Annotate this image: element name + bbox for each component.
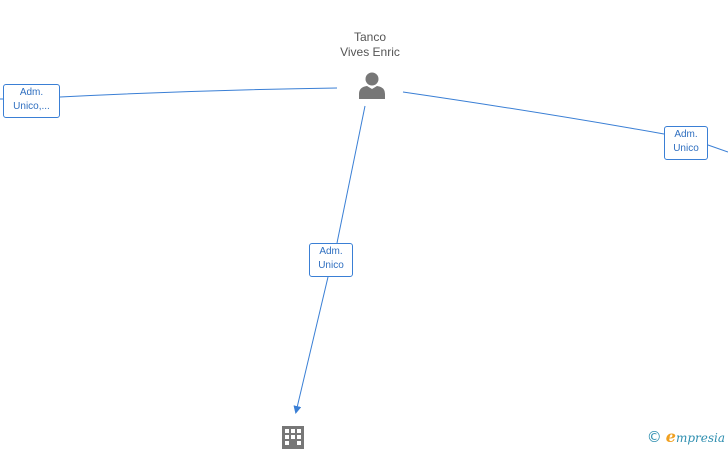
brand-name-rest: mpresia [675,430,725,445]
person-name-line2: Vives Enric [340,45,400,59]
edge-line-down-bottom [293,276,329,414]
building-icon[interactable] [281,425,305,449]
edge-label-right[interactable]: Adm. Unico [664,126,708,160]
edge-line-right [402,91,665,135]
brand-name-initial: e [665,426,676,446]
edge-label-left-line1: Adm. [19,87,44,98]
empresia-logo[interactable]: © empresia [646,426,725,447]
edge-label-down-line1: Adm. [319,246,343,257]
person-name-line1: Tanco [353,30,387,44]
edge-line-right-stub [707,144,728,153]
edge-label-down[interactable]: Adm. Unico [309,243,353,277]
copyright-icon: © [646,428,662,446]
edge-line-down-top [336,105,366,244]
brand-name: empresia [665,426,725,447]
edge-label-left[interactable]: Adm. Unico,... [3,84,60,118]
person-icon[interactable] [357,70,387,100]
edge-label-down-line2: Unico [318,260,344,271]
edge-label-left-line2: Unico,... [13,101,50,112]
person-name[interactable]: Tanco Vives Enric [300,30,440,60]
edge-label-right-line1: Adm. [674,129,698,140]
edge-line-left [59,87,338,98]
edge-label-right-line2: Unico [673,143,699,154]
